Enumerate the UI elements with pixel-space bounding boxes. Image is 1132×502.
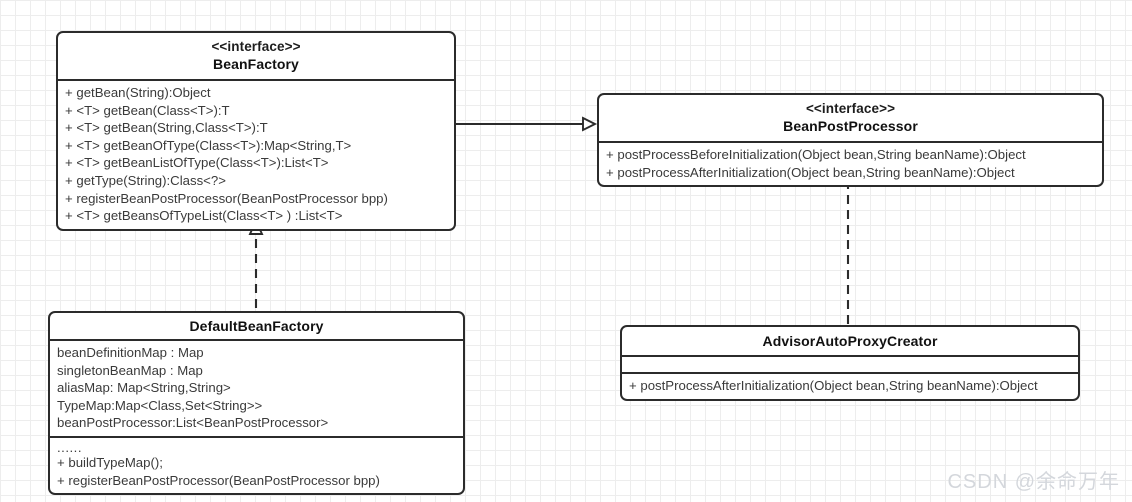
attribute-item: beanPostProcessor:List<BeanPostProcessor… <box>57 415 329 431</box>
method-item: + <T> getBean(Class<T>):T <box>65 102 230 118</box>
class-name-label: BeanFactory <box>213 56 299 72</box>
method-item: + <T> getBeanListOfType(Class<T>):List<T… <box>65 155 329 171</box>
class-box-advisorautoproxycreator[interactable]: AdvisorAutoProxyCreator + postProcessAft… <box>620 325 1080 401</box>
attribute-item: aliasMap: Map<String,String> <box>57 380 231 396</box>
watermark-label: CSDN @余命万年 <box>947 471 1120 493</box>
class-methods-defaultbeanfactory: ...... + buildTypeMap(); + registerBeanP… <box>50 435 463 493</box>
class-methods-advisorautoproxycreator: + postProcessAfterInitialization(Object … <box>622 372 1078 399</box>
class-name-label: AdvisorAutoProxyCreator <box>762 333 938 349</box>
method-item: + <T> getBeanOfType(Class<T>):Map<String… <box>65 137 352 153</box>
method-item: + postProcessBeforeInitialization(Object… <box>606 147 1026 162</box>
class-header-advisorautoproxycreator: AdvisorAutoProxyCreator <box>622 327 1078 355</box>
connector-beanfactory-to-beanpostprocessor <box>456 116 598 132</box>
method-item: + registerBeanPostProcessor(BeanPostProc… <box>65 190 388 206</box>
class-methods-beanfactory: + getBean(String):Object + <T> getBean(C… <box>58 79 454 229</box>
class-attributes-defaultbeanfactory: beanDefinitionMap : Map singletonBeanMap… <box>50 339 463 436</box>
method-item: + <T> getBeansOfTypeList(Class<T> ) :Lis… <box>65 208 343 224</box>
method-item: + getBean(String):Object <box>65 85 211 100</box>
method-item: + registerBeanPostProcessor(BeanPostProc… <box>57 472 380 488</box>
method-item: + postProcessAfterInitialization(Object … <box>606 164 1015 180</box>
method-item: + getType(String):Class<?> <box>65 172 226 188</box>
class-header-defaultbeanfactory: DefaultBeanFactory <box>50 313 463 339</box>
class-header-beanpostprocessor: <<interface>> BeanPostProcessor <box>599 95 1102 141</box>
method-item: + <T> getBean(String,Class<T>):T <box>65 120 268 136</box>
stereotype-label: <<interface>> <box>211 39 301 54</box>
class-box-beanfactory[interactable]: <<interface>> BeanFactory + getBean(Stri… <box>56 31 456 231</box>
stereotype-label: <<interface>> <box>805 101 896 116</box>
class-header-beanfactory: <<interface>> BeanFactory <box>58 33 454 79</box>
ellipsis-item: ...... <box>57 439 82 455</box>
attribute-item: singletonBeanMap : Map <box>57 362 203 378</box>
method-item: + postProcessAfterInitialization(Object … <box>629 378 1038 393</box>
connector-advisorautoproxycreator-implements-beanpostprocessor <box>840 161 856 324</box>
class-box-defaultbeanfactory[interactable]: DefaultBeanFactory beanDefinitionMap : M… <box>48 311 465 496</box>
attribute-item: beanDefinitionMap : Map <box>57 345 204 360</box>
class-name-label: BeanPostProcessor <box>783 118 918 134</box>
method-item: + buildTypeMap(); <box>57 454 163 470</box>
class-name-label: DefaultBeanFactory <box>189 318 324 334</box>
class-attributes-advisorautoproxycreator <box>622 355 1078 372</box>
class-box-beanpostprocessor[interactable]: <<interface>> BeanPostProcessor + postPr… <box>597 93 1104 188</box>
attribute-item: TypeMap:Map<Class,Set<String>> <box>57 397 263 413</box>
connector-defaultbeanfactory-implements-beanfactory <box>248 218 264 323</box>
class-methods-beanpostprocessor: + postProcessBeforeInitialization(Object… <box>599 141 1102 185</box>
